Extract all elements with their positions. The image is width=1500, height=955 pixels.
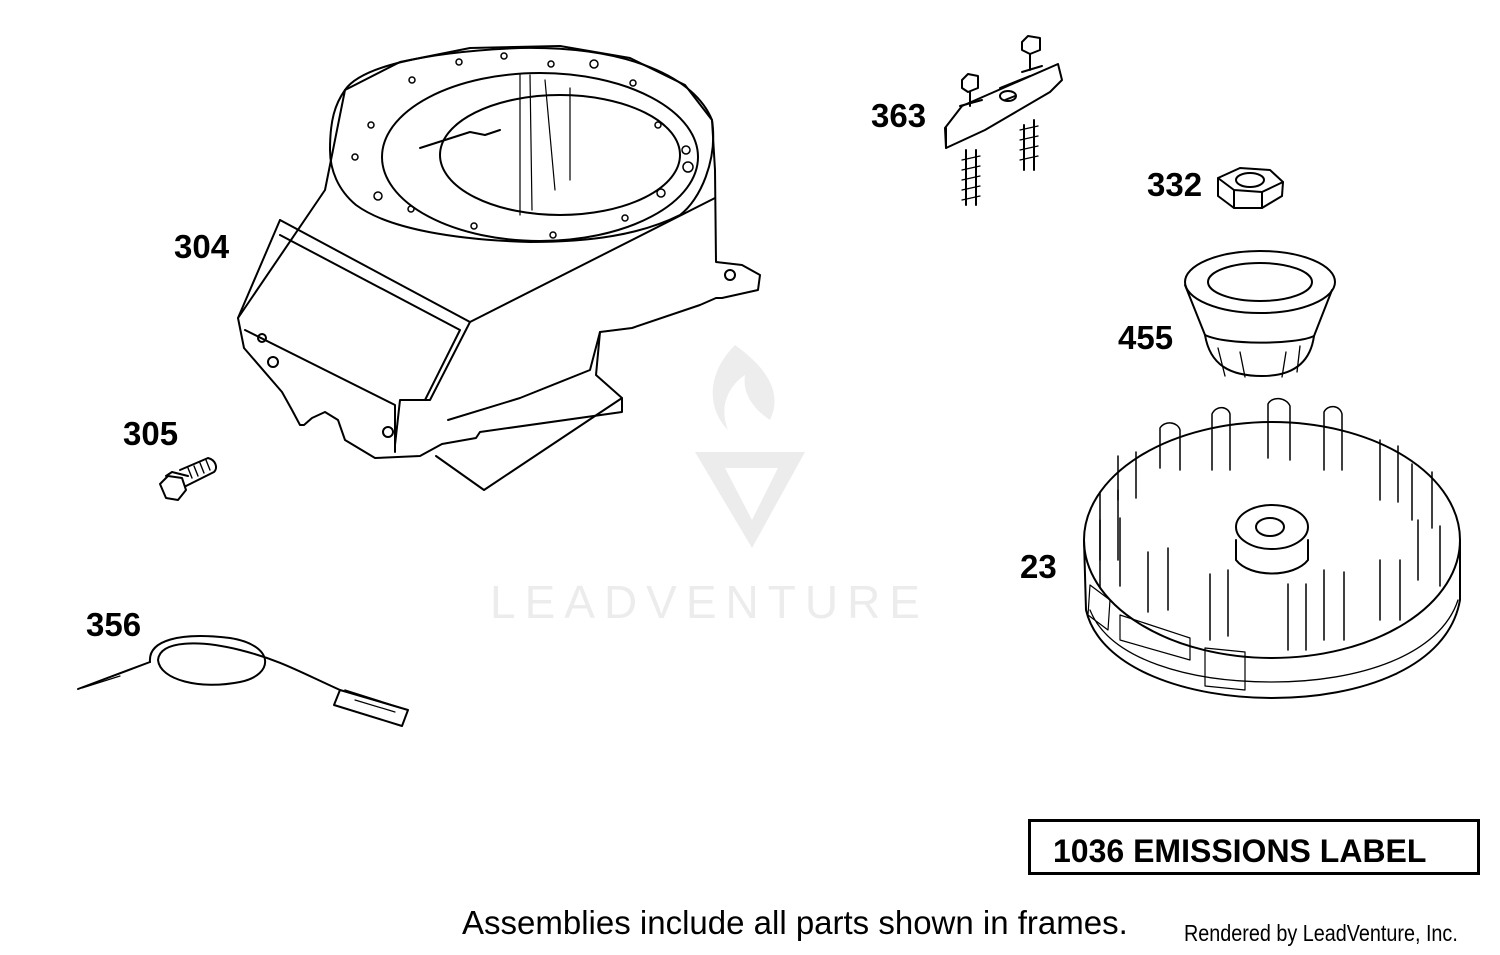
part-label-332[interactable]: 332 xyxy=(1147,166,1203,203)
flame-v-logo-icon xyxy=(695,345,805,548)
assemblies-note: Assemblies include all parts shown in fr… xyxy=(462,904,1128,941)
emissions-label-frame[interactable]: 1036 EMISSIONS LABEL xyxy=(1028,819,1480,875)
part-label-356[interactable]: 356 xyxy=(86,606,142,643)
render-credit: Rendered by LeadVenture, Inc. xyxy=(1184,920,1458,946)
part-label-363[interactable]: 363 xyxy=(871,97,927,134)
part-label-304[interactable]: 304 xyxy=(174,228,230,265)
nut-part xyxy=(1217,167,1284,209)
ground-wire-part xyxy=(77,635,409,727)
watermark: LEADVENTURE xyxy=(490,576,929,628)
cup-part xyxy=(1184,250,1336,378)
part-label-305[interactable]: 305 xyxy=(123,415,179,452)
part-label-455[interactable]: 455 xyxy=(1118,319,1174,356)
flywheel-part xyxy=(1083,397,1461,699)
part-label-23[interactable]: 23 xyxy=(1020,548,1057,585)
bracket-part xyxy=(944,35,1063,206)
emissions-label-text: 1036 EMISSIONS LABEL xyxy=(1053,833,1427,869)
screw-part xyxy=(159,457,217,501)
blower-housing-part xyxy=(237,45,761,491)
